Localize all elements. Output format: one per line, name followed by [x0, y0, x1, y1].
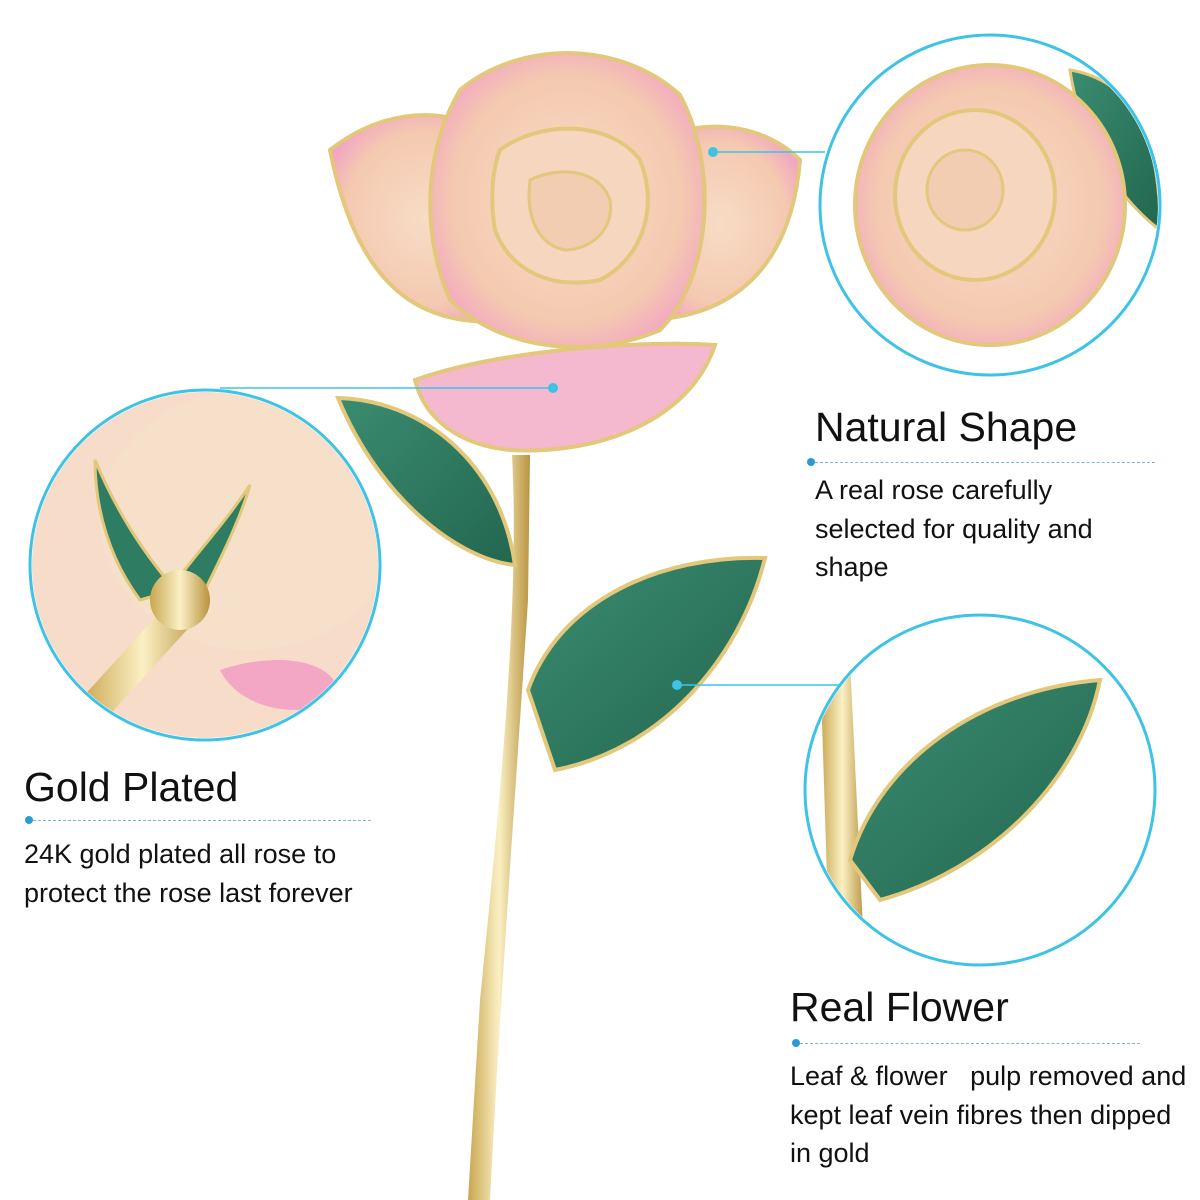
feature-desc-real-flower: Leaf & flower pulp removed and kept leaf…: [790, 1061, 1194, 1168]
feature-title-real-flower: Real Flower: [790, 984, 1009, 1030]
divider: [815, 462, 1155, 463]
feature-desc-natural-shape: A real rose carefully selected for quali…: [815, 475, 1093, 582]
detail-circle-leaf: [807, 617, 1153, 963]
feature-title-natural-shape: Natural Shape: [815, 404, 1078, 450]
bullet-dot: [807, 458, 815, 466]
detail-circle-sepals: [32, 392, 378, 738]
connector-dots: [548, 147, 718, 690]
feature-title-gold-plated: Gold Plated: [24, 764, 239, 810]
divider: [800, 1043, 1140, 1044]
stem: [468, 455, 530, 1200]
leaf-upper: [334, 395, 518, 568]
divider: [33, 820, 371, 821]
bullet-dot: [792, 1039, 800, 1047]
detail-circle-rose-border: [818, 33, 1162, 377]
feature-desc-gold-plated: 24K gold plated all rose to protect the …: [24, 839, 353, 908]
detail-circle-leaf-border: [803, 613, 1157, 967]
detail-circle-rose: [822, 37, 1158, 373]
bullet-dot: [25, 816, 33, 824]
detail-circle-sepals-border: [28, 388, 382, 742]
connector-lines: [220, 151, 840, 686]
leaf-lower: [525, 555, 768, 773]
rose-bloom: [327, 51, 803, 453]
